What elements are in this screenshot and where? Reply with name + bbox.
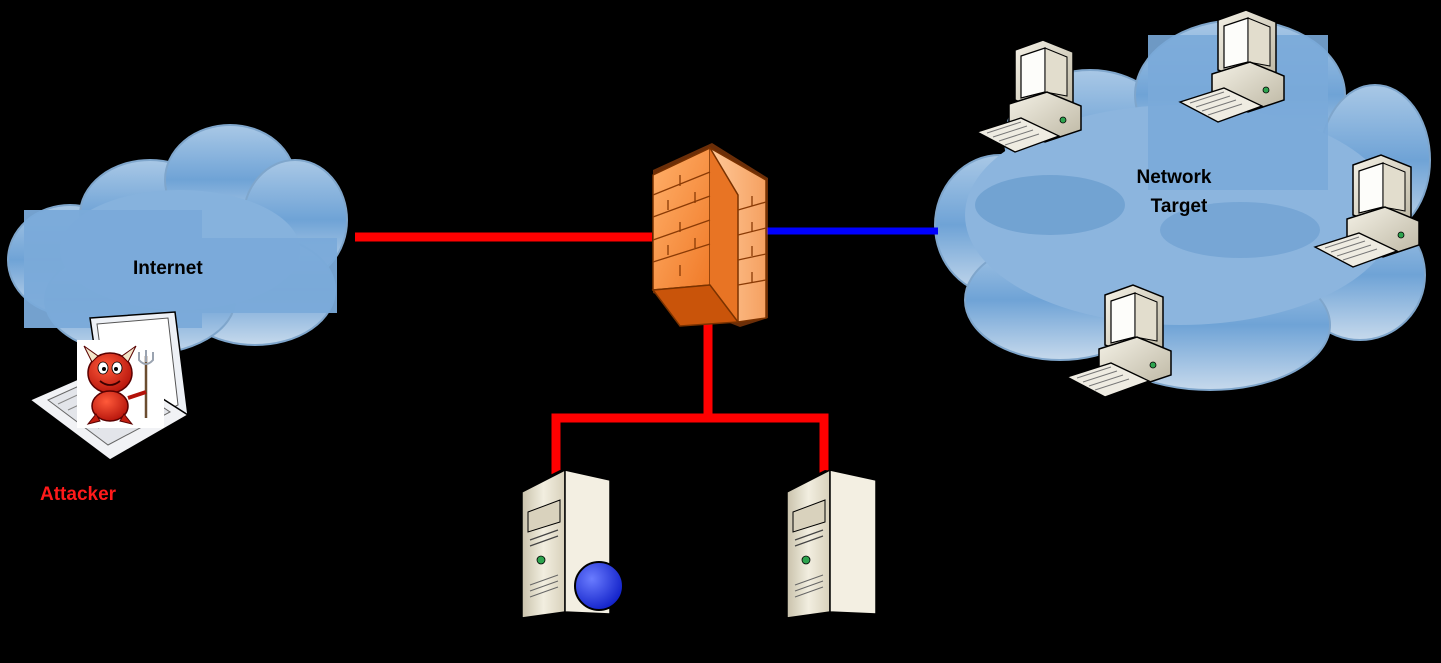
laptop-devil-icon	[28, 311, 190, 461]
tower-server-icon	[785, 468, 878, 630]
network-target-label-line1: Network	[1137, 167, 1212, 188]
network-target-label-line2: Target	[1151, 196, 1208, 217]
dns-label: DNS	[808, 638, 851, 659]
credit-label: e-rdc.org 2008	[1142, 636, 1279, 659]
server-branch-link	[551, 413, 829, 476]
desktop-computer-icon	[976, 39, 1082, 153]
attacker-label: Attacker	[40, 484, 117, 505]
links	[355, 227, 938, 476]
globe-icon	[574, 561, 624, 611]
internet-label: Internet	[133, 258, 203, 279]
brick-wall-icon	[651, 143, 768, 327]
dns-server	[785, 468, 878, 630]
internet-cloud	[7, 124, 348, 356]
www-label: WWW	[528, 638, 585, 659]
firewall-label: Firewall	[650, 90, 721, 111]
www-server	[520, 468, 624, 630]
